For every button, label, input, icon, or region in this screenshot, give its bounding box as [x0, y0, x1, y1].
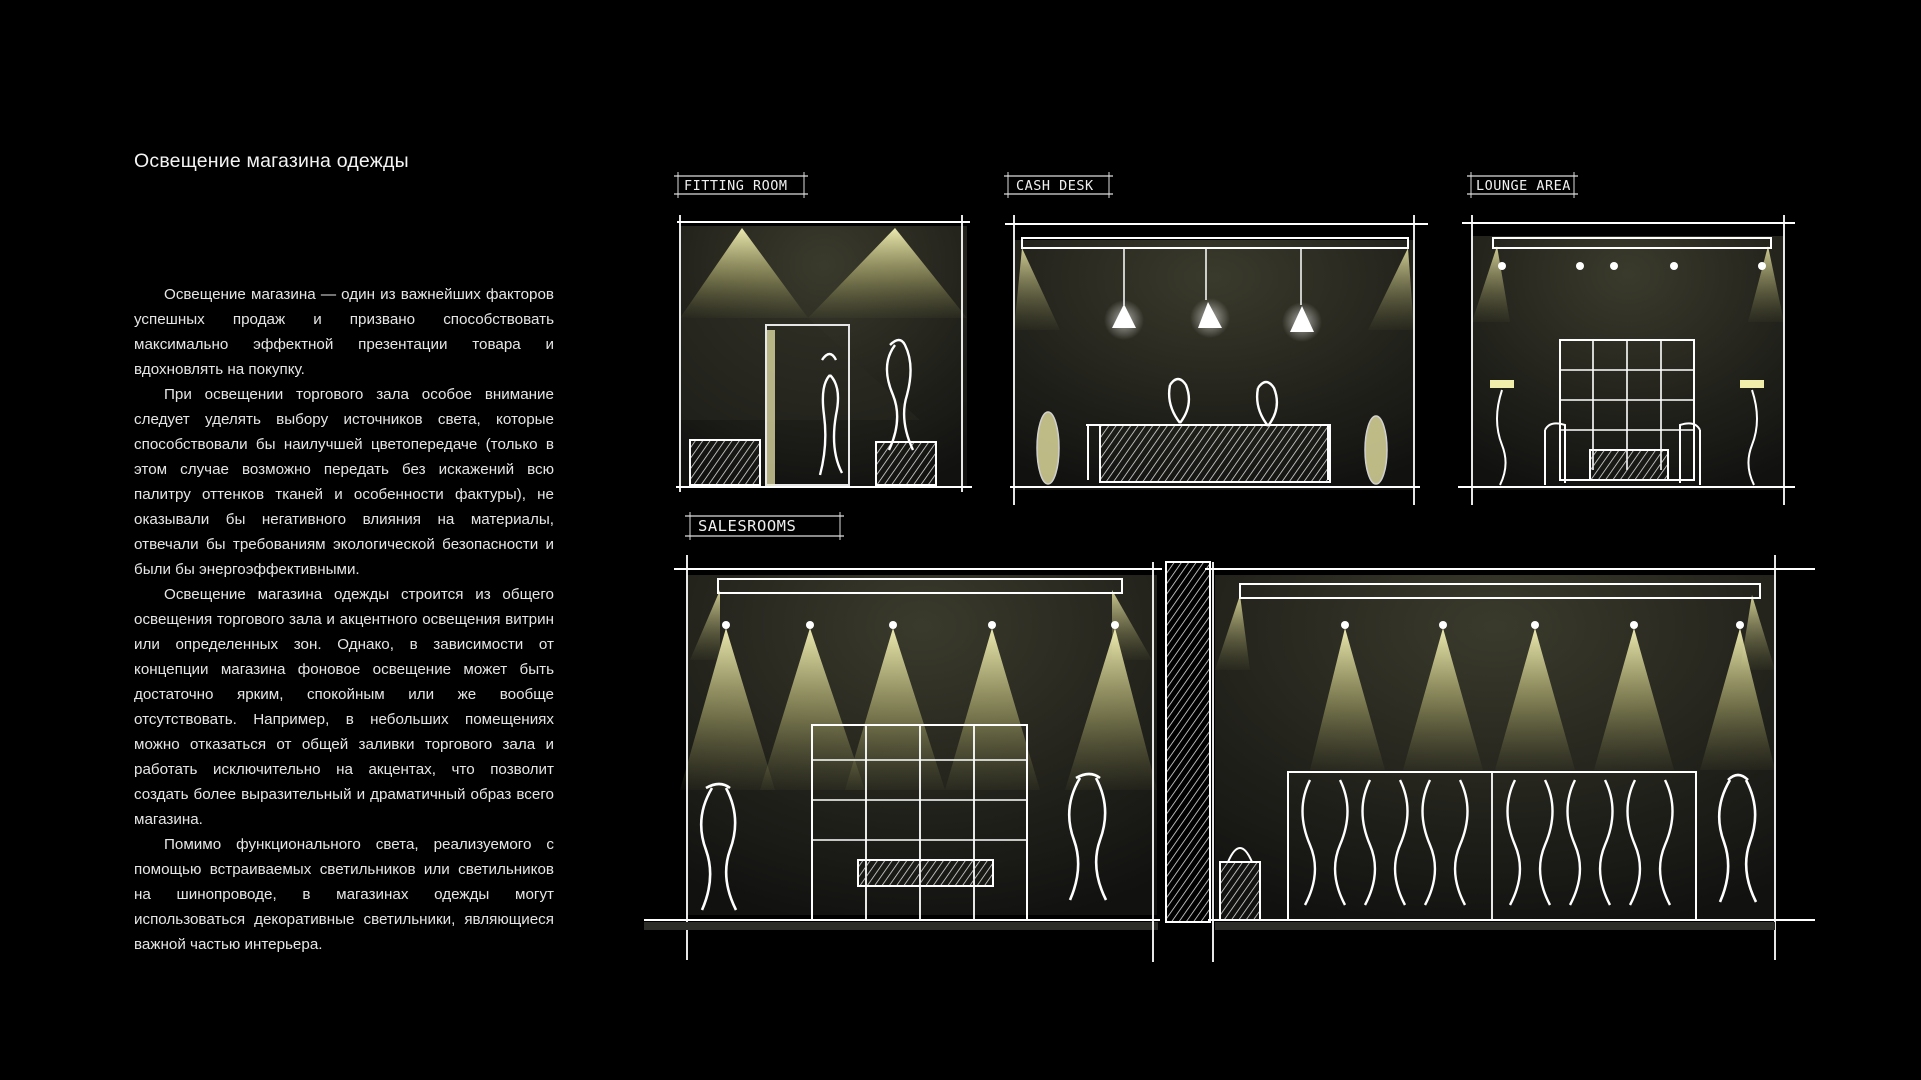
fitting-room-label: FITTING ROOM — [674, 172, 808, 198]
cash-desk-title: CASH DESK — [1016, 178, 1094, 194]
body-text: Освещение магазина — один из важнейших ф… — [134, 282, 554, 957]
salesroom-right — [1205, 555, 1815, 960]
salesrooms-sketch: SALESROOMS — [644, 512, 1815, 962]
paragraph-4: Помимо функционального света, реализуемо… — [134, 836, 554, 953]
fitting-room-title: FITTING ROOM — [684, 178, 788, 194]
track-spots — [1498, 262, 1766, 270]
lounge-area-sketch: LOUNGE AREA — [1458, 172, 1795, 505]
lounge-area-label: LOUNGE AREA — [1467, 172, 1578, 198]
paragraph-2: При освещении торгового зала особое вним… — [134, 386, 554, 578]
pendant-lamps — [1104, 248, 1322, 342]
salesrooms-label: SALESROOMS — [685, 512, 844, 540]
page-title: Освещение магазина одежды — [134, 150, 409, 172]
fitting-room-sketch: FITTING ROOM — [674, 172, 972, 492]
column — [1152, 561, 1214, 962]
cash-desk-sketch: CASH DESK — [1004, 172, 1428, 505]
paragraph-1: Освещение магазина — один из важнейших ф… — [134, 286, 554, 378]
salesrooms-title: SALESROOMS — [698, 517, 796, 535]
cash-desk-label: CASH DESK — [1004, 172, 1113, 198]
lounge-area-title: LOUNGE AREA — [1476, 178, 1571, 194]
paragraph-3: Освещение магазина одежды строится из об… — [134, 586, 554, 828]
salesroom-left — [644, 555, 1162, 960]
